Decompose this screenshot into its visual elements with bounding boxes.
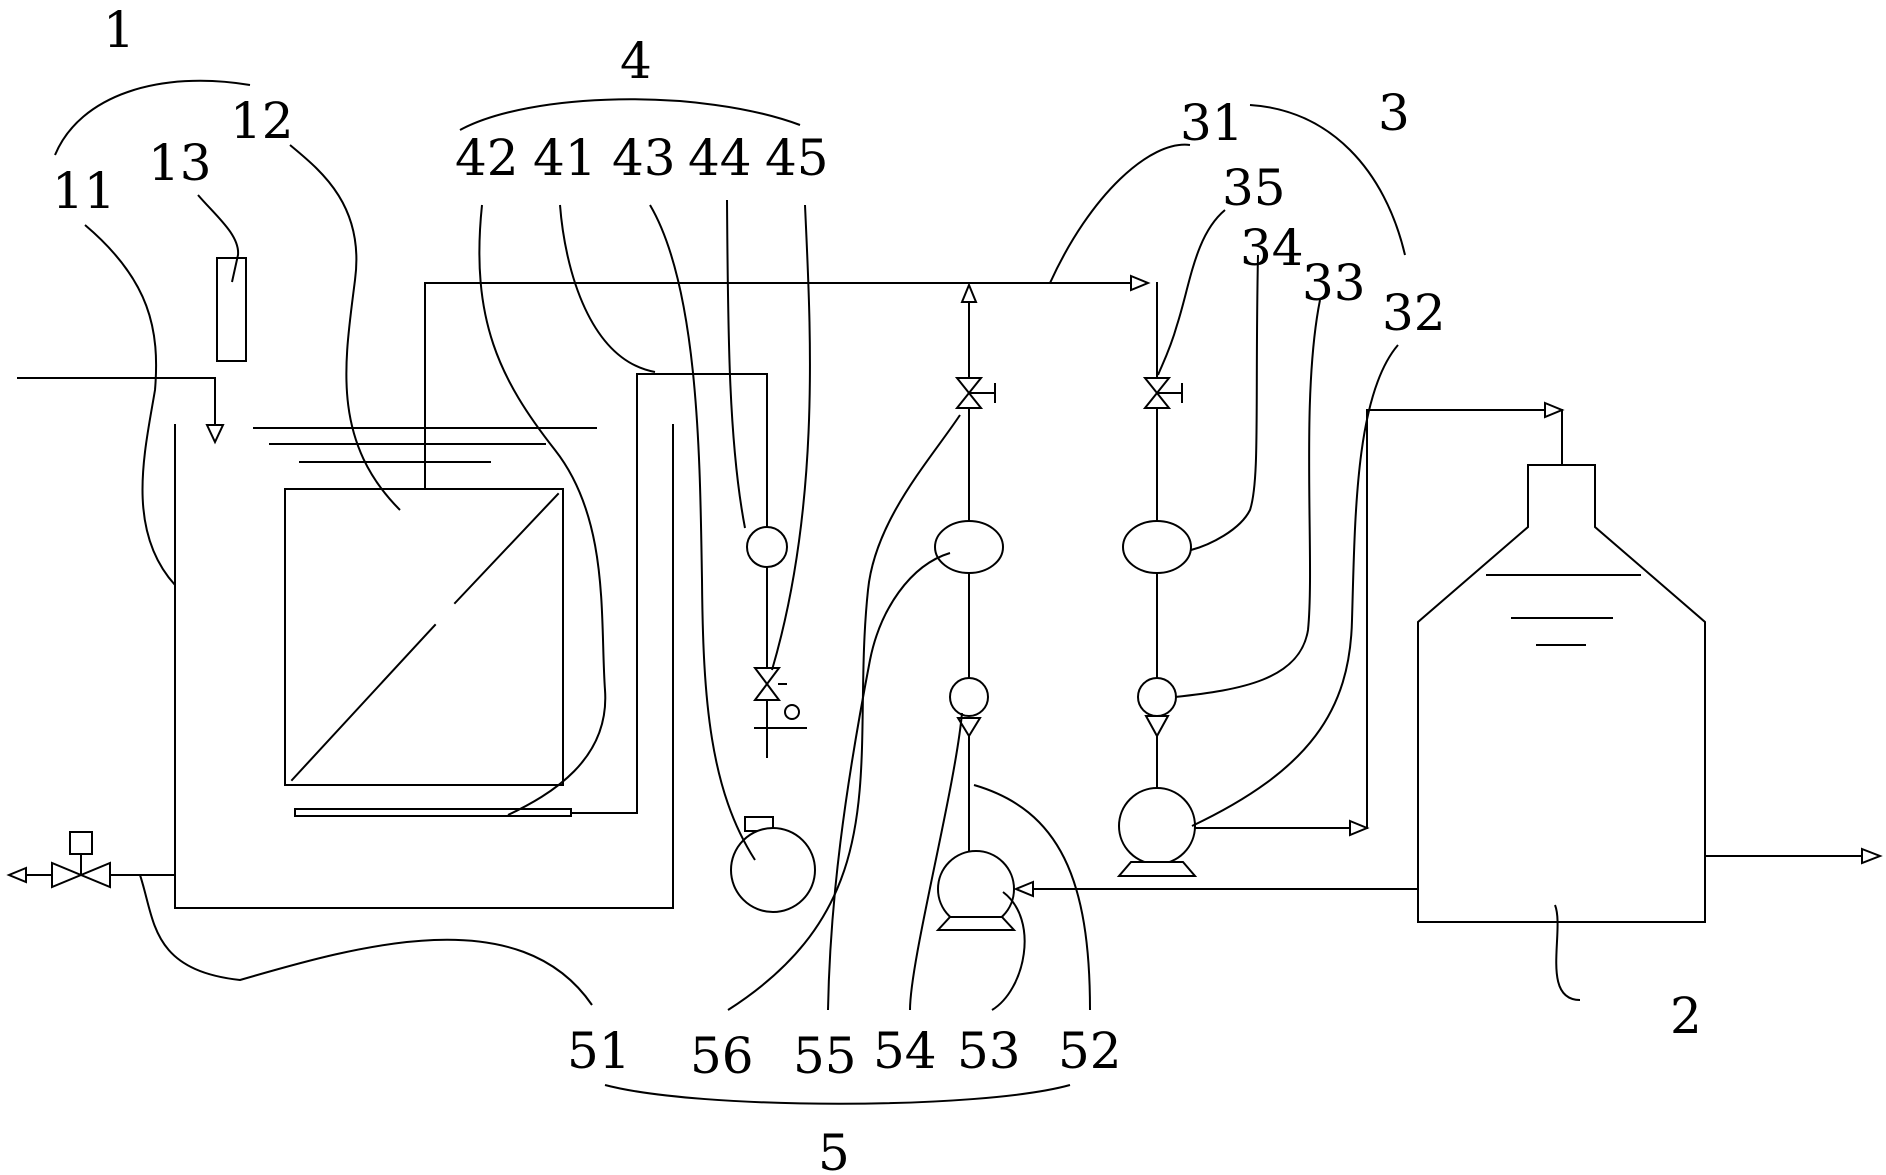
blower-43 [730, 827, 816, 913]
air-flowmeter-44 [746, 526, 788, 568]
flow-arrow [1349, 819, 1370, 837]
valve-actuator [69, 831, 93, 855]
backwash-pump-53 [937, 850, 1015, 928]
label-52: 52 [1058, 1022, 1122, 1080]
label-53: 53 [957, 1022, 1021, 1080]
leader-1 [54, 79, 251, 156]
flow-arrow [960, 282, 978, 303]
label-33: 33 [1302, 254, 1366, 312]
label-11: 11 [52, 162, 116, 220]
flow-arrow [1130, 274, 1151, 292]
check-valve-arrow [1144, 715, 1170, 739]
aerator-pipe-42 [294, 808, 572, 817]
flow-arrow [1013, 880, 1034, 898]
inlet-pipe [17, 377, 216, 426]
leader-11 [84, 224, 176, 586]
check-valve-54 [949, 677, 989, 717]
label-42: 42 [455, 129, 519, 187]
label-12: 12 [230, 92, 294, 150]
water-tank-unit [1417, 464, 1883, 923]
valve-handle [968, 383, 996, 403]
label-44: 44 [688, 129, 752, 187]
air-pipe-41 [570, 373, 768, 814]
leader-55 [827, 552, 951, 1011]
label-4: 4 [620, 32, 652, 90]
label-2: 2 [1670, 987, 1702, 1045]
leader-5 [604, 1084, 1071, 1105]
membrane-tank-unit [17, 257, 674, 909]
level-sensor-13 [216, 257, 247, 362]
check-valve-33 [1137, 677, 1177, 717]
leader-34 [1190, 254, 1259, 551]
leader-32 [1191, 344, 1399, 827]
leader-31 [1049, 143, 1191, 284]
leader-35 [1157, 209, 1226, 376]
aeration-unit [570, 373, 816, 913]
label-51: 51 [567, 1022, 631, 1080]
label-54: 54 [873, 1022, 937, 1080]
label-55: 55 [793, 1027, 857, 1085]
inlet-arrow [205, 424, 225, 445]
discharge-pipe [1366, 409, 1546, 829]
label-43: 43 [612, 129, 676, 187]
leader-45 [771, 204, 811, 671]
filtration-unit [424, 274, 1571, 877]
valve-handle [1156, 383, 1183, 403]
label-32: 32 [1382, 284, 1446, 342]
flowmeter-34 [1122, 520, 1192, 574]
leader-13 [197, 194, 240, 283]
label-56: 56 [690, 1027, 754, 1085]
leader-51 [139, 874, 593, 1006]
valve-actuator [784, 704, 800, 720]
permeate-pipe-31 [424, 282, 1146, 490]
label-5: 5 [818, 1124, 850, 1175]
label-34: 34 [1240, 219, 1304, 277]
label-41: 41 [533, 129, 597, 187]
drain-arrow [6, 866, 27, 884]
pump-base [935, 916, 1017, 931]
leader-53 [991, 891, 1026, 1011]
leader-42 [478, 204, 607, 816]
membrane-diagonal [453, 492, 560, 605]
leader-3 [1249, 104, 1406, 256]
part-labels: 1 12 13 11 4 42 41 43 44 45 31 3 35 34 3… [52, 1, 1702, 1175]
leader-33 [1174, 299, 1321, 698]
leader-52 [973, 784, 1091, 1011]
label-13: 13 [148, 134, 212, 192]
flow-arrow [1544, 401, 1565, 419]
leader-43 [649, 204, 756, 861]
air-valve-45 [753, 667, 781, 701]
flowmeter-55 [934, 520, 1004, 574]
pump-base [1116, 861, 1198, 877]
label-3: 3 [1378, 84, 1410, 142]
suction-pump-32 [1118, 787, 1196, 865]
membrane-diagonal [290, 623, 437, 782]
tank-wall-11 [174, 424, 674, 909]
leader-41 [559, 204, 656, 373]
leader-44 [726, 199, 746, 529]
leader-lines [54, 79, 1581, 1105]
outlet-arrow [1861, 847, 1883, 865]
label-1: 1 [103, 1, 135, 59]
label-31: 31 [1180, 94, 1244, 152]
leader-12 [289, 144, 401, 511]
water-tank-2 [1417, 464, 1706, 923]
leader-4 [459, 98, 801, 131]
label-45: 45 [765, 129, 829, 187]
check-valve-arrow [956, 717, 982, 738]
leader-54 [909, 712, 963, 1011]
label-35: 35 [1222, 159, 1286, 217]
backwash-unit [6, 282, 1419, 931]
leader-2 [1554, 904, 1581, 1001]
leader-56 [727, 414, 961, 1011]
